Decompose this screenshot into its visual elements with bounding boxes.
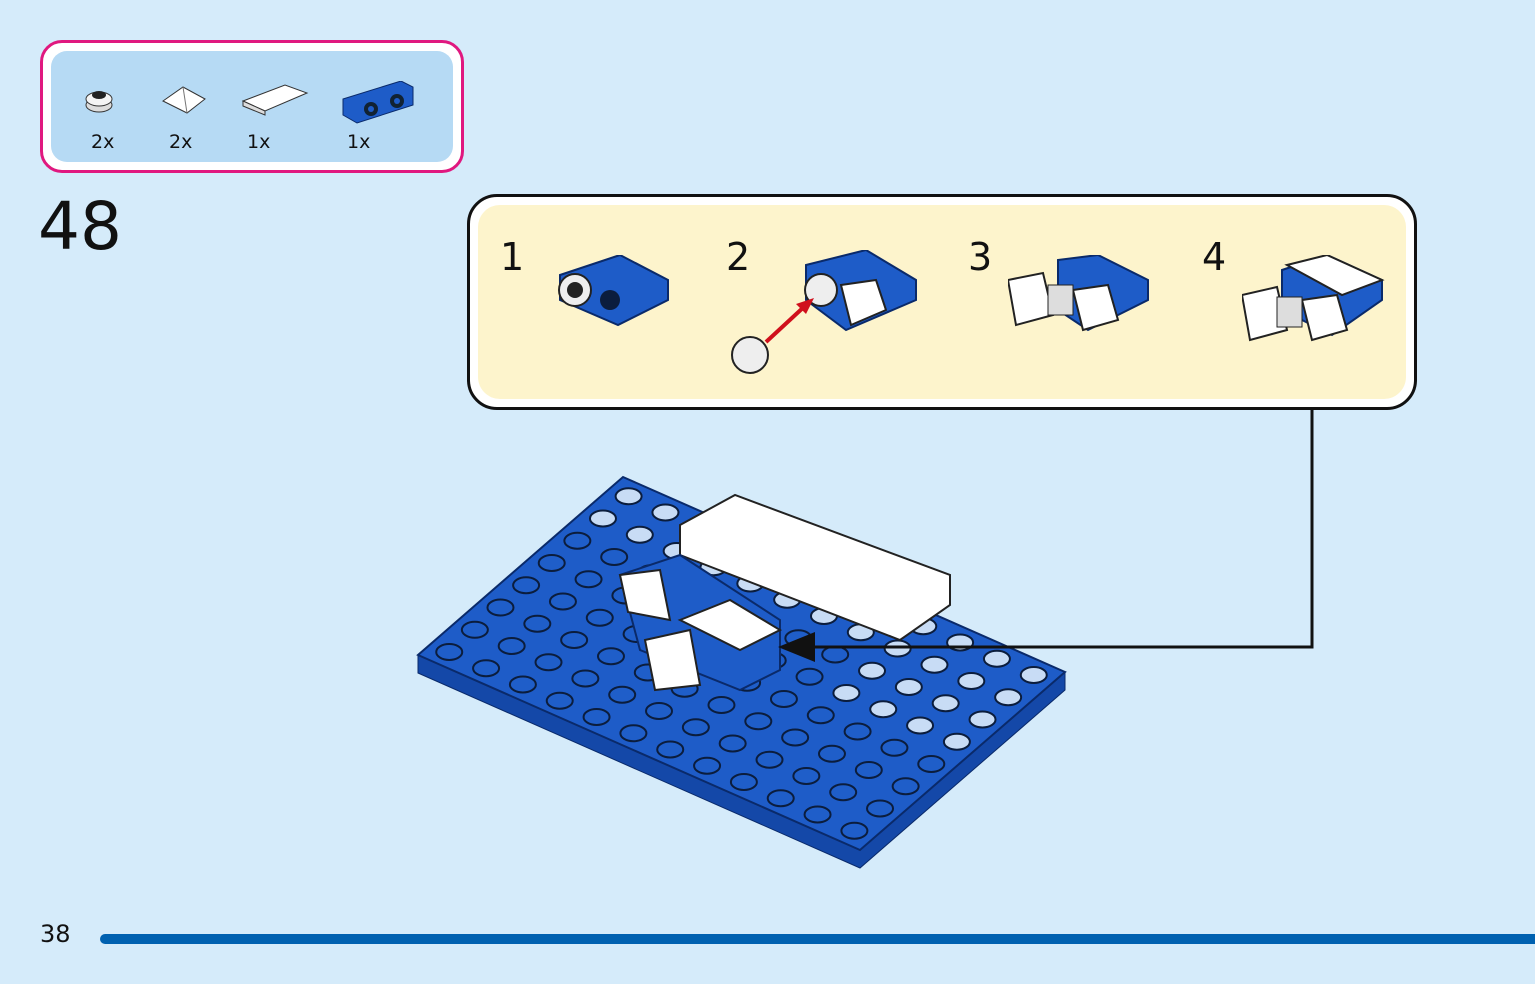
stud [588, 509, 617, 528]
tile-icon [241, 84, 309, 116]
part-bracket: 1x [341, 81, 421, 153]
footer-bar [100, 934, 1535, 944]
placement-arrow-icon [778, 632, 815, 662]
stud [508, 675, 537, 694]
stud [534, 653, 563, 672]
stud [843, 722, 872, 741]
stud [596, 647, 625, 666]
add-tile-illustration [1242, 255, 1385, 342]
stud [645, 702, 674, 720]
stud [869, 700, 898, 719]
callout-connector-line [800, 410, 1314, 649]
stud [681, 718, 710, 737]
sub-step-4: 4 [1202, 235, 1385, 342]
stud [560, 631, 589, 649]
stud [718, 734, 747, 753]
step-number: 48 [38, 188, 122, 265]
stud [982, 649, 1011, 668]
stud [769, 690, 798, 708]
stud [523, 614, 552, 633]
stud [472, 659, 501, 678]
stud [795, 667, 824, 686]
stud [755, 750, 784, 769]
sub-step-2: 2 [726, 235, 917, 374]
stud [821, 645, 850, 664]
stud [917, 755, 946, 773]
stud [460, 620, 489, 639]
stud [585, 608, 614, 627]
stud [537, 554, 566, 572]
stud [744, 712, 773, 731]
stud [563, 531, 592, 550]
stud [880, 738, 909, 757]
stud [548, 592, 577, 611]
stud [832, 684, 861, 702]
stud [582, 708, 611, 726]
stud [600, 548, 629, 566]
stud [931, 694, 960, 713]
add-pyramid-tiles-illustration [1008, 255, 1149, 332]
stud [651, 503, 680, 522]
stud [435, 643, 464, 661]
stud [817, 744, 846, 763]
attach-round-plate-illustration [731, 250, 917, 374]
stud [854, 761, 883, 779]
page-number: 38 [40, 920, 71, 948]
stud [994, 688, 1023, 707]
sub-step-1: 1 [500, 235, 669, 327]
stud [512, 576, 541, 595]
stud [781, 728, 810, 747]
sub-assembly-callout: 1 2 3 4 [467, 194, 1417, 410]
stud [693, 756, 722, 775]
stud [729, 773, 758, 791]
stud [608, 685, 637, 704]
sub-step-3: 3 [968, 235, 1149, 332]
part-round-plate: 2x [81, 81, 161, 153]
stud [894, 678, 923, 696]
stud [891, 777, 920, 796]
bracket-icon [342, 81, 414, 124]
stud [957, 672, 986, 690]
stud [625, 525, 654, 544]
stud [497, 637, 526, 655]
stud [866, 799, 895, 818]
stud [656, 740, 685, 759]
stud [545, 691, 574, 710]
stud [906, 716, 935, 735]
stud [829, 783, 858, 802]
attached-subassembly [618, 553, 783, 692]
round-plate-icon [85, 91, 113, 113]
stud [486, 598, 515, 617]
stud [574, 570, 603, 589]
stud [840, 821, 869, 840]
stud [803, 805, 832, 824]
stud [942, 732, 971, 751]
stud [806, 706, 835, 725]
stud [792, 767, 821, 785]
stud [707, 696, 736, 714]
pyramid-tile-icon [162, 86, 206, 114]
stud [968, 710, 997, 729]
stud [1019, 666, 1048, 684]
bracket-with-round-plate-illustration [558, 255, 669, 327]
stud [858, 661, 887, 680]
stud [920, 655, 949, 674]
stud [614, 487, 643, 506]
stud [571, 669, 600, 688]
parts-list-panel: 2x 2x 1x 1x [40, 40, 464, 173]
stud [766, 789, 795, 808]
part-tile-1x2: 1x [241, 81, 321, 153]
stud [619, 724, 648, 743]
part-pyramid-tile: 2x [161, 81, 241, 153]
